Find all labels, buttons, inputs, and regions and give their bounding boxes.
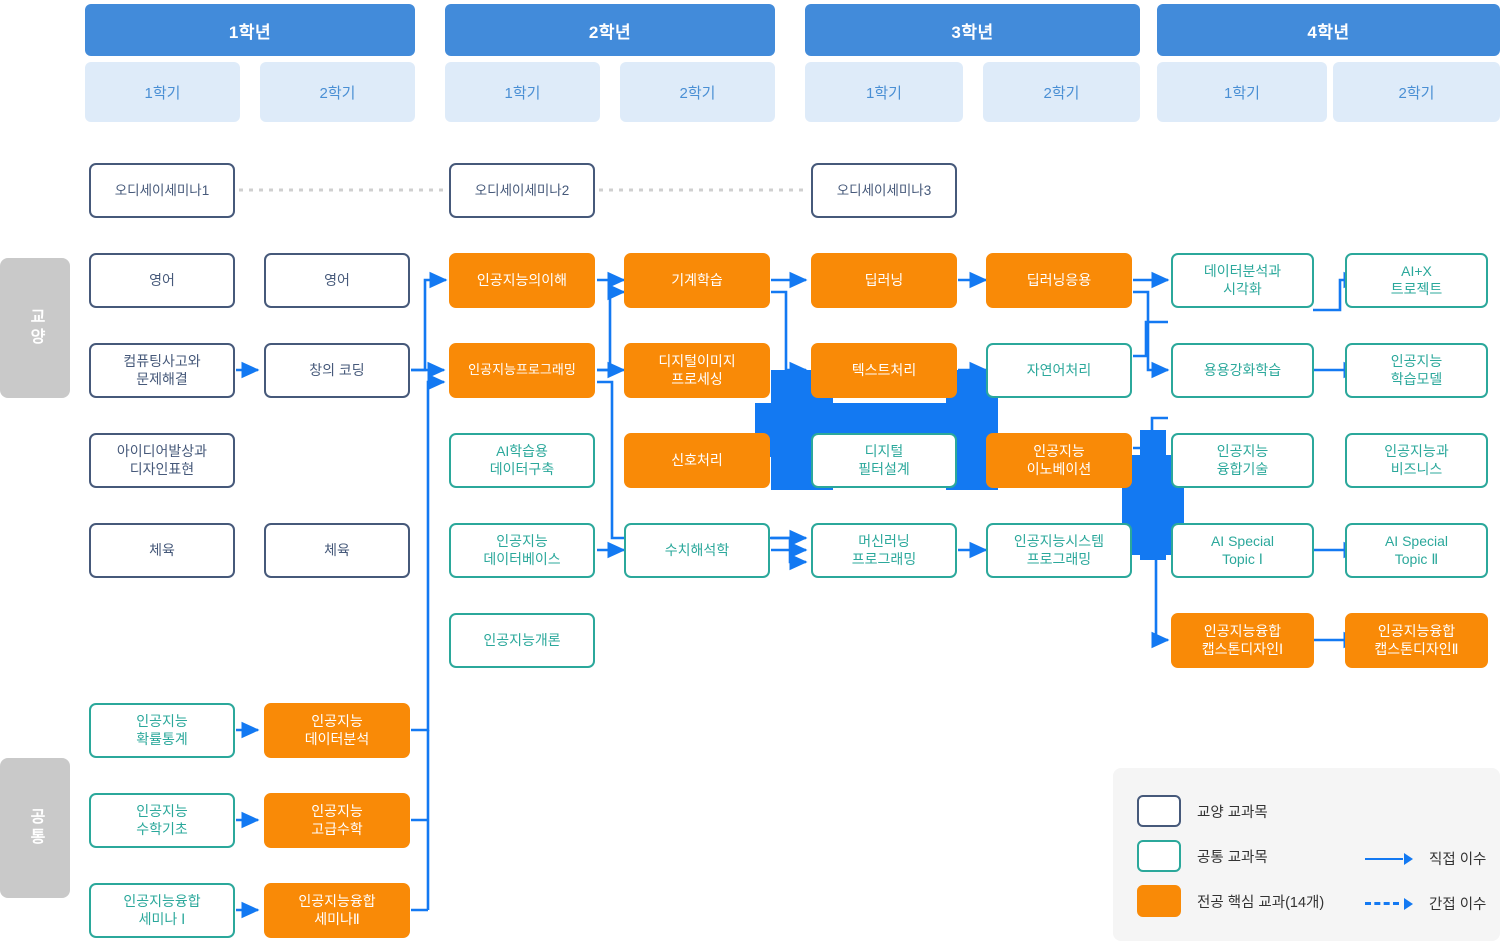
course-y3s1-1[interactable]: 텍스트처리: [811, 343, 957, 398]
legend-label-direct: 직접 이수: [1429, 852, 1487, 868]
category-tab-common: 공통: [0, 758, 70, 898]
legend-item-direct: 직접 이수: [1365, 848, 1486, 869]
course-odyssey-seminar-3[interactable]: 오디세이세미나3: [811, 163, 957, 218]
year-header-1: 1학년: [85, 4, 415, 56]
legend-arrow-solid-icon: [1365, 852, 1413, 865]
semester-header-4-2: 2학기: [1333, 62, 1500, 122]
course-y3s2-0[interactable]: 딥러닝응용: [986, 253, 1132, 308]
course-y1s2-1[interactable]: 창의 코딩: [264, 343, 410, 398]
legend-swatch-liberal: [1137, 795, 1181, 827]
course-y2s2-2[interactable]: 신호처리: [624, 433, 770, 488]
course-y1s2-2[interactable]: 체육: [264, 523, 410, 578]
course-y3s1-0[interactable]: 딥러닝: [811, 253, 957, 308]
course-y2s1-0[interactable]: 인공지능의이해: [449, 253, 595, 308]
connector-bundle-y4-stem: [1140, 430, 1166, 560]
semester-header-4-1: 1학기: [1157, 62, 1327, 122]
legend-label-liberal: 교양 교과목: [1197, 804, 1268, 821]
course-y2s1-4[interactable]: 인공지능개론: [449, 613, 595, 668]
course-y1s2-0[interactable]: 영어: [264, 253, 410, 308]
legend-label-major: 전공 핵심 교과(14개): [1197, 894, 1325, 911]
semester-header-2-1: 1학기: [445, 62, 600, 122]
course-odyssey-seminar-1[interactable]: 오디세이세미나1: [89, 163, 235, 218]
course-y3s2-1[interactable]: 자연어처리: [986, 343, 1132, 398]
semester-header-3-2: 2학기: [983, 62, 1140, 122]
legend: 교양 교과목 공통 교과목 전공 핵심 교과(14개) 직접 이수 간접 이수: [1113, 768, 1500, 941]
course-y1s1-3[interactable]: 체육: [89, 523, 235, 578]
legend-item-common: 공통 교과목: [1137, 840, 1268, 872]
course-odyssey-seminar-2[interactable]: 오디세이세미나2: [449, 163, 595, 218]
legend-label-indirect: 간접 이수: [1429, 897, 1487, 913]
semester-header-1-2: 2학기: [260, 62, 415, 122]
legend-swatch-major: [1137, 885, 1181, 917]
legend-label-common: 공통 교과목: [1197, 849, 1268, 866]
course-y2s1-1[interactable]: 인공지능프로그래밍: [449, 343, 595, 398]
year-header-3: 3학년: [805, 4, 1140, 56]
course-y4s1-1[interactable]: 용용강화학습: [1171, 343, 1314, 398]
legend-item-indirect: 간접 이수: [1365, 893, 1486, 914]
legend-arrow-dashed-icon: [1365, 897, 1413, 910]
semester-header-2-2: 2학기: [620, 62, 775, 122]
year-header-4: 4학년: [1157, 4, 1500, 56]
legend-swatch-common: [1137, 840, 1181, 872]
legend-item-major: 전공 핵심 교과(14개): [1137, 885, 1324, 917]
course-y1s1-0[interactable]: 영어: [89, 253, 235, 308]
semester-header-1-1: 1학기: [85, 62, 240, 122]
semester-header-3-1: 1학기: [805, 62, 963, 122]
category-tab-liberal: 교양: [0, 258, 70, 398]
legend-item-liberal: 교양 교과목: [1137, 795, 1268, 827]
course-y2s2-0[interactable]: 기계학습: [624, 253, 770, 308]
year-header-2: 2학년: [445, 4, 775, 56]
course-y2s2-3[interactable]: 수치해석학: [624, 523, 770, 578]
